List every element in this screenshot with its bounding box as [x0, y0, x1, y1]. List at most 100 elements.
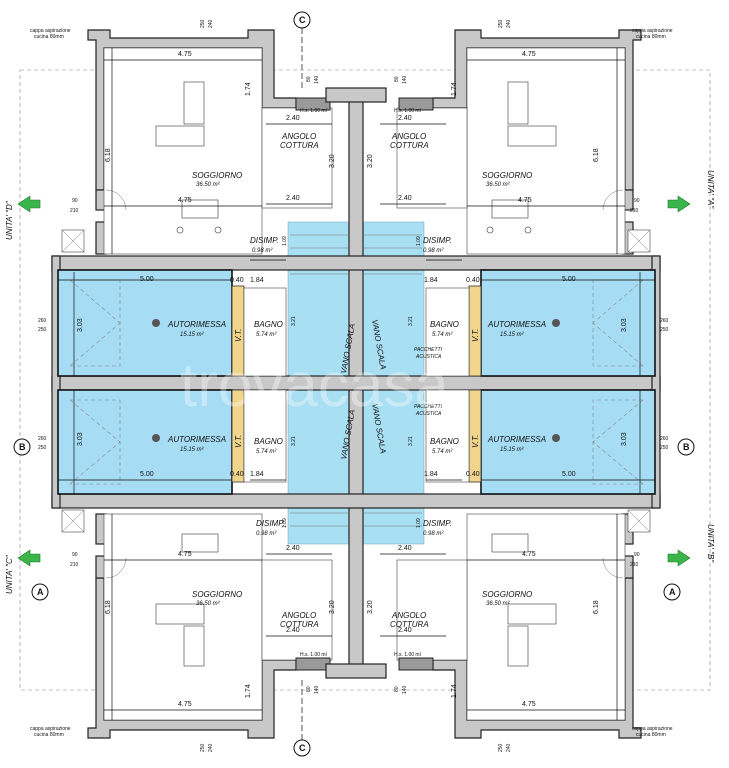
dimension-label: 80	[394, 686, 400, 692]
dimension-label: 2.40	[286, 195, 300, 202]
dimension-label: 5.00	[562, 276, 576, 283]
room-name: COTTURA	[280, 620, 319, 629]
dimension-label: 240	[506, 19, 512, 28]
section-label: A	[37, 587, 44, 597]
note-label: cappa aspirazione	[30, 28, 71, 34]
vt-label: V.T.	[234, 435, 243, 448]
unit-c-block	[87, 513, 333, 739]
dimension-label: 2.40	[286, 115, 300, 122]
note-label: cappa aspirazione	[30, 726, 71, 732]
dimension-label: 3.20	[367, 154, 374, 168]
site-boundary	[19, 69, 711, 691]
dimension-label: 5.00	[562, 471, 576, 478]
room-name: BAGNO	[254, 437, 283, 446]
living-room-b	[466, 513, 626, 721]
unit-label-c: UNITA' "C"	[5, 554, 14, 594]
dimension-label: 210	[70, 208, 79, 214]
garage-upper-right	[480, 269, 656, 377]
section-marker-a-right	[663, 583, 681, 601]
note-label: cucina 80mm	[636, 34, 666, 40]
room-area: 0.98 m²	[252, 248, 273, 254]
living-room-d	[103, 47, 263, 255]
section-marker-b-right	[677, 438, 695, 456]
dimension-label: 1.74	[245, 684, 252, 698]
room-area: 36.50 m²	[486, 601, 511, 607]
room-name: SOGGIORNO	[482, 171, 532, 180]
entry-arrow-icon	[667, 549, 691, 567]
dimension-label: 260	[38, 318, 47, 324]
room-area: 15.15 m²	[180, 332, 205, 338]
room-area: 36.50 m²	[196, 601, 221, 607]
dimension-lines	[58, 48, 655, 720]
room-area: 15.15 m²	[180, 447, 205, 453]
dimension-label: 4.75	[522, 701, 536, 708]
dimension-label: 0.40	[466, 471, 480, 478]
dimension-label: 6.18	[593, 148, 600, 162]
note-label: ACUSTICA	[415, 411, 442, 417]
floor-drain-icon	[152, 319, 160, 327]
note-label: H.s. 1.00 ml	[394, 108, 421, 114]
floor-drain-icon	[552, 434, 560, 442]
dimension-label: 2.40	[398, 627, 412, 634]
garage-lower-right	[480, 389, 656, 495]
room-name: ANGOLO	[281, 132, 316, 141]
room-area: 15.15 m²	[500, 447, 525, 453]
dimension-label: 250	[498, 19, 504, 28]
living-room-a	[466, 47, 626, 255]
room-area: 36.50 m²	[196, 182, 221, 188]
bathroom	[425, 389, 470, 483]
room-name: DISIMP.	[256, 519, 285, 528]
room-area: 5.74 m²	[256, 332, 277, 338]
dimension-label: 1.09	[282, 236, 288, 246]
dimension-label: 3.21	[291, 436, 297, 446]
dimension-label: 1.74	[245, 82, 252, 96]
room-area: 5.74 m²	[432, 449, 453, 455]
room-name: AUTORIMESSA	[167, 435, 226, 444]
dimension-label: 1.09	[416, 236, 422, 246]
room-name: ANGOLO	[391, 611, 426, 620]
dimension-label: 1.09	[416, 518, 422, 528]
room-name: COTTURA	[390, 620, 429, 629]
room-name: DISIMP.	[423, 519, 452, 528]
dimension-label: 4.75	[178, 551, 192, 558]
room-name: BAGNO	[254, 320, 283, 329]
dimension-label: 3.03	[621, 318, 628, 332]
room-name: AUTORIMESSA	[167, 320, 226, 329]
room-name: DISIMP.	[423, 236, 452, 245]
dimension-label: 3.21	[408, 436, 414, 446]
door-swings	[105, 189, 624, 579]
dimension-label: 1.84	[424, 277, 438, 284]
bottom-core-wall	[325, 663, 387, 679]
dimension-label: 140	[402, 75, 408, 84]
garage-upper-left	[57, 269, 233, 377]
dimension-label: 0.40	[230, 471, 244, 478]
dimension-label: 210	[630, 562, 639, 568]
section-marker-c-top	[293, 11, 311, 90]
room-area: 0.98 m²	[423, 531, 444, 537]
dimension-label: 3.03	[77, 432, 84, 446]
dimension-label: 140	[314, 685, 320, 694]
furniture	[155, 81, 557, 667]
dimension-label: 4.75	[522, 51, 536, 58]
section-marker-b-left	[13, 438, 31, 456]
note-label: cucina 80mm	[636, 732, 666, 738]
dimension-label: 250	[38, 327, 47, 333]
entry-arrow-icon	[17, 195, 41, 213]
dimension-label: 250	[660, 445, 669, 451]
dimension-label: 3.20	[329, 600, 336, 614]
unit-d-block	[87, 29, 333, 255]
dimension-label: 240	[506, 743, 512, 752]
dimension-label: 1.09	[282, 518, 288, 528]
dimension-label: 1.84	[250, 277, 264, 284]
dimension-label: 210	[70, 562, 79, 568]
note-label: H.s. 1.00 ml	[300, 652, 327, 658]
garage-lower-left	[57, 389, 233, 495]
dimension-label: 1.84	[250, 471, 264, 478]
top-core-wall	[325, 87, 387, 103]
dimension-label: 6.18	[105, 148, 112, 162]
lower-band-wall	[51, 493, 661, 509]
garage-door-outlines	[69, 279, 644, 485]
unit-b-block	[396, 513, 642, 739]
note-label: cucina 80mm	[34, 34, 64, 40]
dimension-label: 210	[630, 208, 639, 214]
